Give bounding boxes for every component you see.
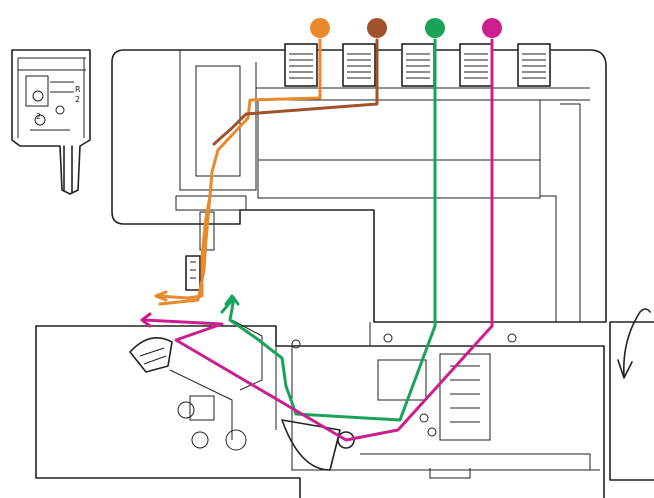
brown-thread-marker (367, 18, 387, 38)
machine-lower-bed (35, 308, 654, 498)
magenta-thread-path (142, 38, 494, 442)
inset-tension-number: 2 (36, 112, 41, 121)
magenta-thread-arrow (140, 312, 152, 328)
green-thread-marker (425, 18, 445, 38)
inset-label-r: R (75, 85, 81, 94)
machine-upper-body (111, 43, 607, 323)
thread-paths (140, 38, 494, 442)
orange-thread-path-2 (158, 194, 212, 306)
needle-inset: R 2 2 (11, 49, 91, 195)
inset-label-2: 2 (75, 95, 80, 104)
brown-thread-path (212, 38, 379, 146)
magenta-thread-marker (482, 18, 502, 38)
tension-dials (284, 43, 551, 87)
orange-thread-arrow (154, 290, 168, 302)
green-thread-arrow (224, 294, 240, 306)
green-thread-path (220, 38, 437, 422)
orange-thread-marker (310, 18, 330, 38)
